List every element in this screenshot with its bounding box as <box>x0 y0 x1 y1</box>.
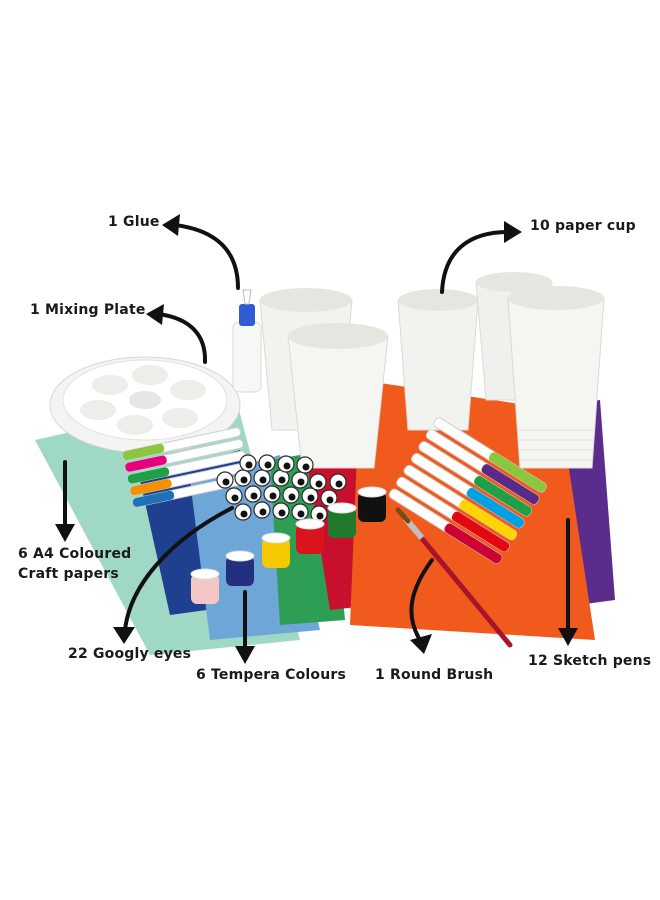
callout-arrows <box>63 223 570 652</box>
label-mixing-plate: 1 Mixing Plate <box>30 302 146 318</box>
label-paper-cup: 10 paper cup <box>530 218 636 234</box>
sketch-pens <box>122 417 547 564</box>
cup-2 <box>287 323 389 469</box>
googly-eyes <box>216 454 347 523</box>
arrow-mixing-plate <box>156 312 208 364</box>
label-sketch-pens: 12 Sketch pens <box>528 653 652 669</box>
arrow-heads <box>55 214 578 664</box>
cup-stack <box>507 286 605 469</box>
cup-3 <box>397 289 479 431</box>
paper-cups <box>259 272 605 469</box>
tempera-pots <box>190 486 387 604</box>
label-brush: 1 Round Brush <box>375 667 494 683</box>
label-craft-papers: 6 A4 Coloured Craft papers <box>18 544 131 584</box>
mixing-plate <box>49 356 241 454</box>
arrow-brush <box>409 558 434 642</box>
label-craft-papers-line1: 6 A4 Coloured <box>18 546 132 562</box>
label-glue: 1 Glue <box>108 214 160 230</box>
arrow-googly-eyes <box>123 506 234 632</box>
label-tempera: 6 Tempera Colours <box>196 667 347 683</box>
label-googly-eyes: 22 Googly eyes <box>68 646 192 662</box>
arrow-glue <box>173 223 240 290</box>
round-brush <box>395 507 513 648</box>
glue-bottle <box>232 289 262 393</box>
arrow-paper-cup <box>440 230 510 294</box>
label-craft-papers-line2: Craft papers <box>18 566 119 582</box>
